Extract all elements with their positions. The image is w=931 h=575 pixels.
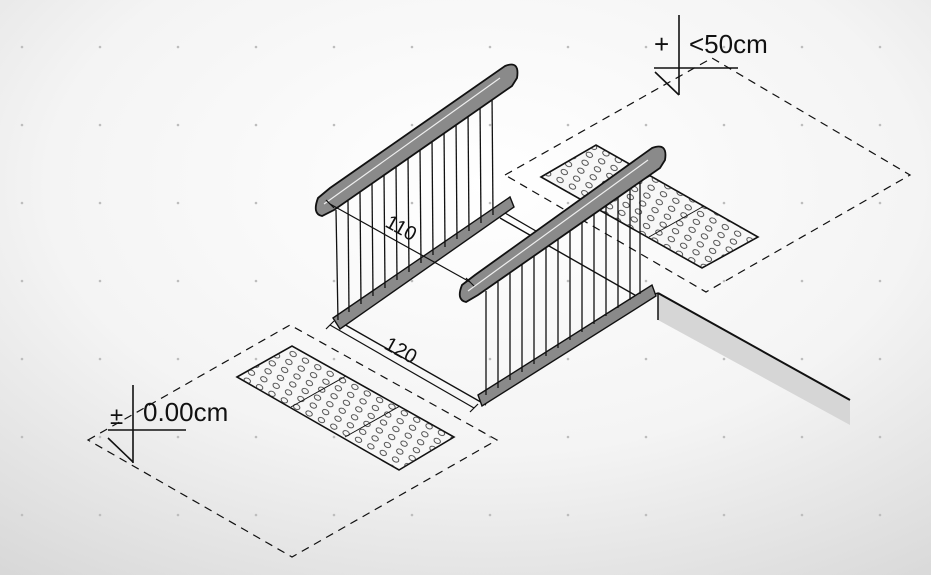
grid-dot xyxy=(254,45,258,49)
grid-dot xyxy=(644,279,648,283)
grid-dot xyxy=(722,279,726,283)
grid-dot xyxy=(800,513,804,517)
grid-dot xyxy=(332,435,336,439)
grid-dot xyxy=(98,123,102,127)
grid-dot xyxy=(20,45,24,49)
grid-dot xyxy=(800,45,804,49)
grid-dot xyxy=(878,201,882,205)
grid-dot xyxy=(566,279,570,283)
grid-dot xyxy=(410,123,414,127)
grid-dot xyxy=(20,279,24,283)
grid-dot xyxy=(566,513,570,517)
grid-dot xyxy=(644,513,648,517)
lower-landing-outline xyxy=(86,324,499,558)
grid-dot xyxy=(176,279,180,283)
left-handrail xyxy=(314,63,519,217)
grid-dot xyxy=(800,123,804,127)
grid-dot xyxy=(566,357,570,361)
left-railing xyxy=(314,63,519,330)
grid-dot xyxy=(488,201,492,205)
grid-dot xyxy=(878,357,882,361)
grid-dot xyxy=(488,45,492,49)
grid-dot xyxy=(254,123,258,127)
grid-dot xyxy=(722,435,726,439)
level-marker-lower: ± 0.00cm xyxy=(107,385,228,463)
grid-dot xyxy=(488,357,492,361)
grid-dot xyxy=(878,45,882,49)
grid-dot xyxy=(254,435,258,439)
grid-dot xyxy=(566,123,570,127)
grid-dot xyxy=(176,123,180,127)
grid-dot xyxy=(332,513,336,517)
tactile-paving-upper xyxy=(539,144,760,269)
grid-dot xyxy=(722,357,726,361)
grid-dot xyxy=(98,279,102,283)
grid-dot xyxy=(332,357,336,361)
grid-dot xyxy=(20,513,24,517)
grid-dot xyxy=(332,279,336,283)
level-lower-sign: ± xyxy=(110,403,123,430)
grid-dot xyxy=(878,279,882,283)
grid-dot xyxy=(176,357,180,361)
grid-dot xyxy=(878,123,882,127)
grid-dot xyxy=(722,513,726,517)
grid-dot xyxy=(98,513,102,517)
grid-dot xyxy=(332,45,336,49)
grid-dot xyxy=(254,201,258,205)
grid-dot xyxy=(254,357,258,361)
grid-dot xyxy=(878,513,882,517)
grid-dot xyxy=(488,123,492,127)
grid-dot xyxy=(800,279,804,283)
level-marker-upper: + <50cm xyxy=(654,15,768,96)
grid-dot xyxy=(644,123,648,127)
grid-dot xyxy=(410,201,414,205)
grid-dot xyxy=(20,123,24,127)
grid-dot xyxy=(176,513,180,517)
grid-dot xyxy=(20,201,24,205)
level-lower-value: 0.00cm xyxy=(143,397,228,427)
grid-dot xyxy=(644,435,648,439)
grid-dot xyxy=(800,201,804,205)
upper-landing-outline xyxy=(503,57,912,293)
right-railing xyxy=(458,145,667,408)
grid-dot xyxy=(566,45,570,49)
grid-dot xyxy=(566,435,570,439)
grid-dot xyxy=(254,279,258,283)
grid-dot xyxy=(98,435,102,439)
grid-dot xyxy=(488,435,492,439)
grid-dot xyxy=(644,357,648,361)
grid-dot xyxy=(800,357,804,361)
grid-dot xyxy=(722,45,726,49)
grid-dot xyxy=(98,357,102,361)
grid-dot xyxy=(410,45,414,49)
tactile-paving-lower xyxy=(235,345,456,471)
grid-dot xyxy=(98,45,102,49)
grid-dot xyxy=(488,513,492,517)
grid-dot xyxy=(410,513,414,517)
grid-dot xyxy=(254,513,258,517)
grid-dot xyxy=(410,357,414,361)
grid-dot xyxy=(176,45,180,49)
grid-dot xyxy=(20,435,24,439)
grid-dot xyxy=(878,435,882,439)
level-upper-sign: + xyxy=(654,29,669,59)
grid-dot xyxy=(332,123,336,127)
grid-dot xyxy=(410,279,414,283)
level-upper-value: <50cm xyxy=(689,29,768,59)
grid-dot xyxy=(722,123,726,127)
grid-dot xyxy=(566,201,570,205)
grid-dot xyxy=(800,435,804,439)
grid-dot xyxy=(98,201,102,205)
grid-dot xyxy=(176,435,180,439)
grid-dot xyxy=(644,45,648,49)
grid-dot xyxy=(176,201,180,205)
grid-dot xyxy=(722,201,726,205)
grid-dot xyxy=(20,357,24,361)
